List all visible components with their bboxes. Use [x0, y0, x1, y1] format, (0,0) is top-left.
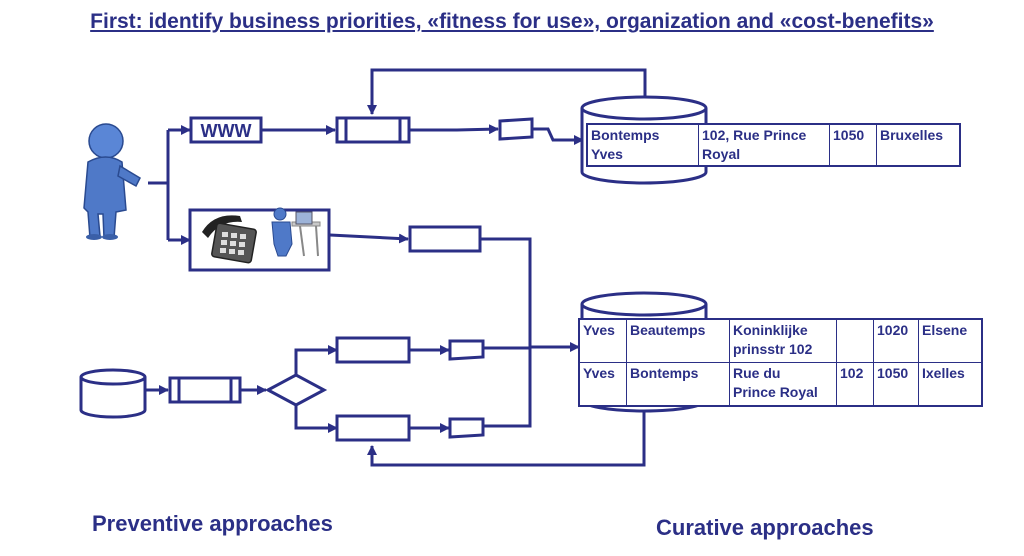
table-cell: 1020	[873, 318, 919, 363]
table-cell: Elsene	[918, 318, 983, 363]
process-box-middle	[408, 225, 482, 253]
process-box-bottom-left	[168, 376, 242, 404]
table-cell: 102, Rue Prince Royal	[698, 123, 830, 167]
table-cell: Rue du Prince Royal	[729, 362, 837, 407]
table-row: Yves Beautemps Koninklijke prinsstr 102 …	[578, 318, 983, 363]
diagram-title: First: identify business priorities, «fi…	[90, 10, 934, 33]
person-icon	[83, 123, 141, 240]
table-cell	[836, 318, 874, 363]
table-cell: Beautemps	[626, 318, 730, 363]
table-cell: Koninklijke prinsstr 102	[729, 318, 837, 363]
process-box-branch-upper	[335, 336, 411, 364]
table-cell: Yves	[578, 318, 627, 363]
preventive-caption: Preventive approaches	[92, 511, 333, 536]
table-cell: Bruxelles	[876, 123, 961, 167]
table-row: Yves Bontemps Rue du Prince Royal 102 10…	[578, 362, 983, 407]
table-cell: Bontemps Yves	[586, 123, 699, 167]
process-box-top	[335, 116, 411, 144]
address-table-bottom: Yves Beautemps Koninklijke prinsstr 102 …	[578, 318, 983, 407]
connector-lines	[145, 68, 647, 467]
web-channel-label: WWW	[201, 121, 252, 141]
database-icon-small	[79, 368, 147, 419]
document-shape-upper	[448, 339, 485, 361]
web-channel-box	[189, 116, 263, 144]
document-shape-top	[498, 117, 534, 141]
table-cell: 102	[836, 362, 874, 407]
operator-at-desk-icon	[271, 207, 321, 257]
table-cell: Yves	[578, 362, 627, 407]
curative-caption: Curative approaches	[656, 515, 874, 540]
table-cell: Ixelles	[918, 362, 983, 407]
table-cell: Bontemps	[626, 362, 730, 407]
table-cell: 1050	[873, 362, 919, 407]
table-cell: 1050	[829, 123, 877, 167]
telephone-icon	[202, 215, 257, 264]
table-row: Bontemps Yves 102, Rue Prince Royal 1050…	[586, 123, 961, 167]
address-table-top: Bontemps Yves 102, Rue Prince Royal 1050…	[586, 123, 961, 167]
process-box-branch-lower	[335, 414, 411, 442]
document-shape-lower	[448, 417, 485, 439]
decision-diamond-icon	[264, 373, 328, 407]
